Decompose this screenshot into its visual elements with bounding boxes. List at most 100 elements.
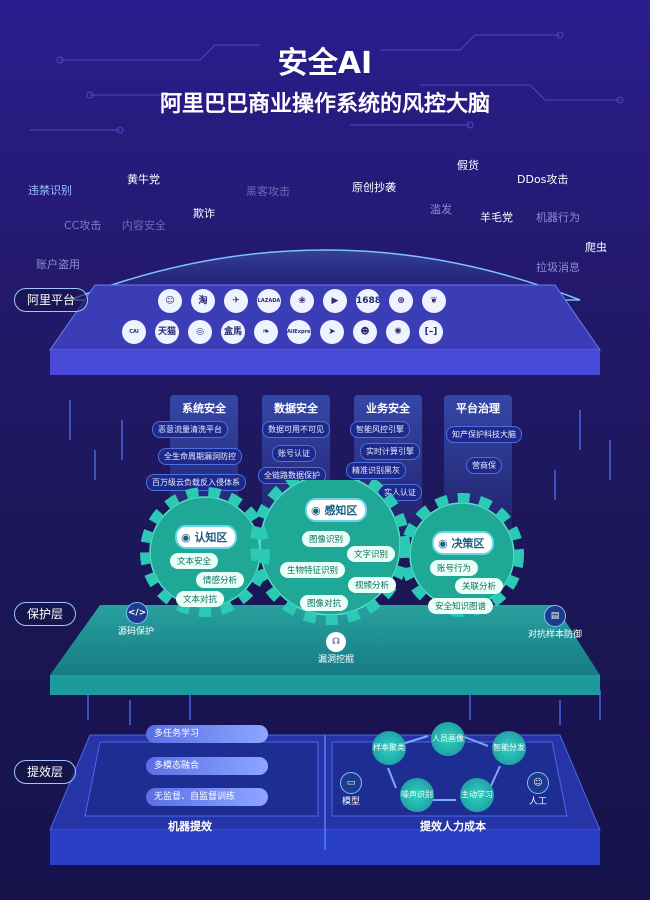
gear-item: 图像识别 (302, 531, 351, 547)
platform-slab (49, 284, 601, 375)
face-icon: ☺ (158, 289, 182, 313)
threat-label: 欺诈 (193, 207, 215, 220)
protect-slab (50, 605, 600, 695)
youku-icon: ▶ (323, 289, 347, 313)
threat-label: 黑客攻击 (246, 185, 290, 198)
human-worker-item: ☺ 人工 (527, 772, 549, 807)
threat-label: DDos攻击 (517, 173, 569, 186)
gear-zone-icon: ◉ (181, 531, 195, 544)
threat-label: 羊毛党 (480, 211, 513, 224)
pillar-item: 实时计算引擎 (360, 443, 420, 460)
pillar-item: 恶意流量清洗平台 (152, 421, 228, 438)
pillar-item: 营商保 (466, 457, 502, 474)
alipay-icon: ⊕ (389, 289, 413, 313)
gear-title-text: 感知区 (324, 504, 358, 517)
gear-title: ◉ 认知区 (175, 525, 238, 549)
alicloud-icon: ✺ (386, 320, 410, 344)
human-cycle-node: 样本聚类 (372, 731, 406, 765)
gear-zone-icon: ◉ (438, 537, 452, 550)
threat-label: 原创抄袭 (352, 181, 396, 194)
gear-item: 账号行为 (430, 560, 479, 576)
layer-label-protect: 保护层 (14, 602, 77, 626)
pillar-title: 系统安全 (182, 402, 226, 415)
pillar-item: 智能风控引擎 (350, 421, 410, 438)
gear-item: 图像对抗 (300, 595, 349, 611)
1688-icon: 1688 (356, 289, 380, 313)
circuit-lines (30, 31, 624, 134)
threat-label: 滥发 (430, 203, 452, 216)
xianyu-icon: ☻ (353, 320, 377, 344)
code-icon: </> (126, 602, 148, 624)
machine-efficiency-title: 机器提效 (168, 820, 212, 833)
human-cycle-arrows (387, 735, 501, 801)
platform-icons-row1: ☺ 淘 ✈ LAZADA ❀ ▶ 1688 ⊕ ❦ (158, 289, 446, 313)
threat-label: 账户盗用 (36, 258, 80, 271)
threat-label: 违禁识别 (28, 184, 72, 197)
threat-label: 假货 (457, 159, 479, 172)
pillar-title: 平台治理 (456, 402, 500, 415)
threat-label: CC攻击 (64, 219, 102, 232)
cainiao-icon: CAI NIAO (122, 320, 146, 344)
eleme-icon: ◎ (188, 320, 212, 344)
machine-item: 多任务学习 (146, 725, 268, 743)
source-protect-feature: </> 源码保护 (118, 602, 154, 637)
lazada-icon: LAZADA (257, 289, 281, 313)
threat-label: 内容安全 (122, 219, 166, 232)
human-cycle-node: 智能分发 (492, 731, 526, 765)
pillar-item: 知产保护科技大脑 (446, 426, 522, 443)
headset-icon: ☊ (326, 632, 346, 652)
gear-item: 文本安全 (170, 553, 219, 569)
pillar-item: 精准识别黑灰 (346, 462, 406, 479)
pillar-title: 数据安全 (274, 402, 318, 415)
aliexpress-icon: AliExpress (287, 320, 311, 344)
human-cycle-node: 噪声识别 (400, 778, 434, 812)
page-subtitle: 阿里巴巴商业操作系统的风控大脑 (159, 92, 490, 117)
human-model-item: ▭ 模型 (340, 772, 362, 807)
hema-icon: 盒馬 (221, 320, 245, 344)
gear-item: 安全知识图谱 (428, 598, 494, 614)
adversarial-defense-feature: ▤ 对抗样本防御 (528, 605, 582, 640)
dingtalk-icon: ➤ (320, 320, 344, 344)
machine-item: 多模态融合 (146, 757, 268, 775)
feizhu-icon: ✈ (224, 289, 248, 313)
pillar-title: 业务安全 (366, 402, 410, 415)
gear-item: 情感分析 (196, 572, 245, 588)
threat-label: 机器行为 (536, 211, 580, 224)
threat-label: 爬虫 (585, 241, 607, 254)
gear-item: 文本对抗 (176, 591, 225, 607)
gear-zone-icon: ◉ (311, 504, 325, 517)
threat-label: 黄牛党 (127, 173, 160, 186)
monkey-icon: ❀ (290, 289, 314, 313)
threat-label: 拉圾消息 (536, 261, 580, 274)
document-icon: ▤ (544, 605, 566, 627)
vuln-mining-feature: ☊ 漏洞挖掘 (318, 632, 354, 665)
gear-item: 视频分析 (348, 577, 397, 593)
human-model-label: 模型 (341, 797, 360, 807)
gear-item: 生物特征识别 (280, 562, 346, 578)
machine-item: 无监督、自监督训练 (146, 788, 268, 806)
gear-title-text: 决策区 (451, 537, 485, 550)
gear-title-text: 认知区 (194, 531, 228, 544)
aliyun-icon: [–] (419, 320, 443, 344)
human-worker-label: 人工 (528, 797, 547, 807)
uc-icon: ❦ (422, 289, 446, 313)
tmall-icon: 天猫 (155, 320, 179, 344)
human-cycle-node: 主动学习 (460, 778, 494, 812)
monitor-icon: ▭ (340, 772, 362, 794)
gear-item: 文字识别 (347, 546, 396, 562)
person-icon: ☺ (527, 772, 549, 794)
taobao-icon: 淘 (191, 289, 215, 313)
gear-item: 关联分析 (455, 578, 504, 594)
gear-title: ◉ 决策区 (432, 531, 495, 555)
platform-icons-row2: CAI NIAO 天猫 ◎ 盒馬 ❧ AliExpress ➤ ☻ ✺ [–] (122, 320, 443, 344)
pillar-item: 数据可用不可见 (262, 421, 330, 438)
human-efficiency-title: 提效人力成本 (420, 820, 486, 833)
koubei-icon: ❧ (254, 320, 278, 344)
pillar-item: 账号认证 (272, 445, 316, 462)
gear-title: ◉ 感知区 (305, 498, 368, 522)
page-title: 安全AI (277, 46, 373, 81)
layer-label-platform: 阿里平台 (14, 288, 89, 312)
layer-label-efficiency: 提效层 (14, 760, 77, 784)
pillar-item: 全生命周期漏洞防控 (158, 448, 242, 465)
human-cycle-node: 人员画像 (431, 722, 465, 756)
